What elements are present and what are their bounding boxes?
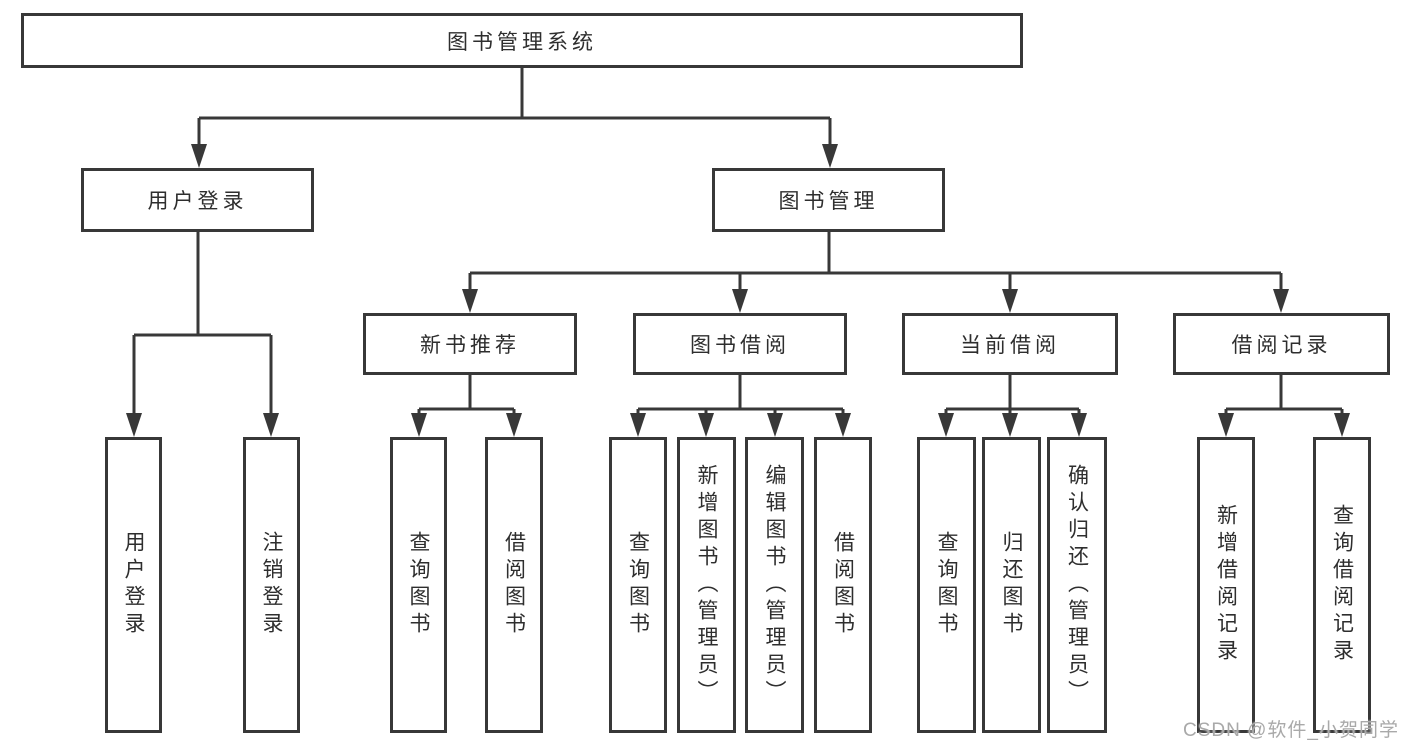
node-label: 借阅图书 [502,531,526,639]
leaf-return-book: 归还图书 [982,437,1041,733]
node-label: 用户登录 [147,190,248,213]
node-book-management: 图书管理 [712,168,945,232]
leaf-logout: 注销登录 [243,437,300,733]
leaf-user-login: 用户登录 [105,437,162,733]
node-library-management-system: 图书管理系统 [21,13,1023,68]
node-label: 查询图书 [626,531,650,639]
leaf-query-borrow-record: 查询借阅记录 [1313,437,1371,733]
connector-root-to-level2 [191,68,838,168]
node-label: 查询图书 [407,531,431,639]
node-label: 用户登录 [122,531,146,639]
csdn-watermark: CSDN @软件_小贺同学 [1183,720,1399,741]
node-user-login: 用户登录 [81,168,314,232]
leaf-borrow-book-recommend: 借阅图书 [485,437,543,733]
leaf-borrow-book: 借阅图书 [814,437,872,733]
leaf-add-borrow-record: 新增借阅记录 [1197,437,1255,733]
connector-new-book-rec-children [411,375,522,437]
node-label: 图书管理系统 [447,30,597,54]
connector-user-login-children [126,232,279,437]
node-label: 查询借阅记录 [1330,504,1354,666]
node-label: 图书管理 [778,190,879,213]
node-label: 借阅记录 [1231,334,1332,357]
node-label: 注销登录 [260,531,284,639]
node-borrowing-records: 借阅记录 [1173,313,1390,375]
connector-book-borrow-children [630,375,851,437]
leaf-add-book-admin: 新增图书（管理员） [677,437,736,733]
node-label: 图书借阅 [690,334,790,357]
node-label: 新增图书（管理员） [695,463,719,707]
connector-current-borrow-children [938,375,1087,437]
node-current-borrowing: 当前借阅 [902,313,1118,375]
node-label: 编辑图书（管理员） [763,463,787,707]
node-label: 查询图书 [935,531,959,639]
leaf-edit-book-admin: 编辑图书（管理员） [745,437,804,733]
node-label: 新书推荐 [420,334,520,357]
node-label: 确认归还（管理员） [1065,463,1089,707]
leaf-confirm-return-admin: 确认归还（管理员） [1047,437,1107,733]
leaf-query-book-borrow: 查询图书 [609,437,667,733]
node-book-borrowing: 图书借阅 [633,313,847,375]
leaf-query-book-recommend: 查询图书 [390,437,447,733]
leaf-query-book-current: 查询图书 [917,437,976,733]
node-label: 归还图书 [1000,531,1024,639]
connector-book-mgmt-to-level3 [462,232,1289,313]
node-new-book-recommend: 新书推荐 [363,313,577,375]
node-label: 借阅图书 [831,531,855,639]
node-label: 新增借阅记录 [1214,504,1238,666]
connector-borrow-records-children [1218,375,1350,437]
node-label: 当前借阅 [960,334,1060,357]
